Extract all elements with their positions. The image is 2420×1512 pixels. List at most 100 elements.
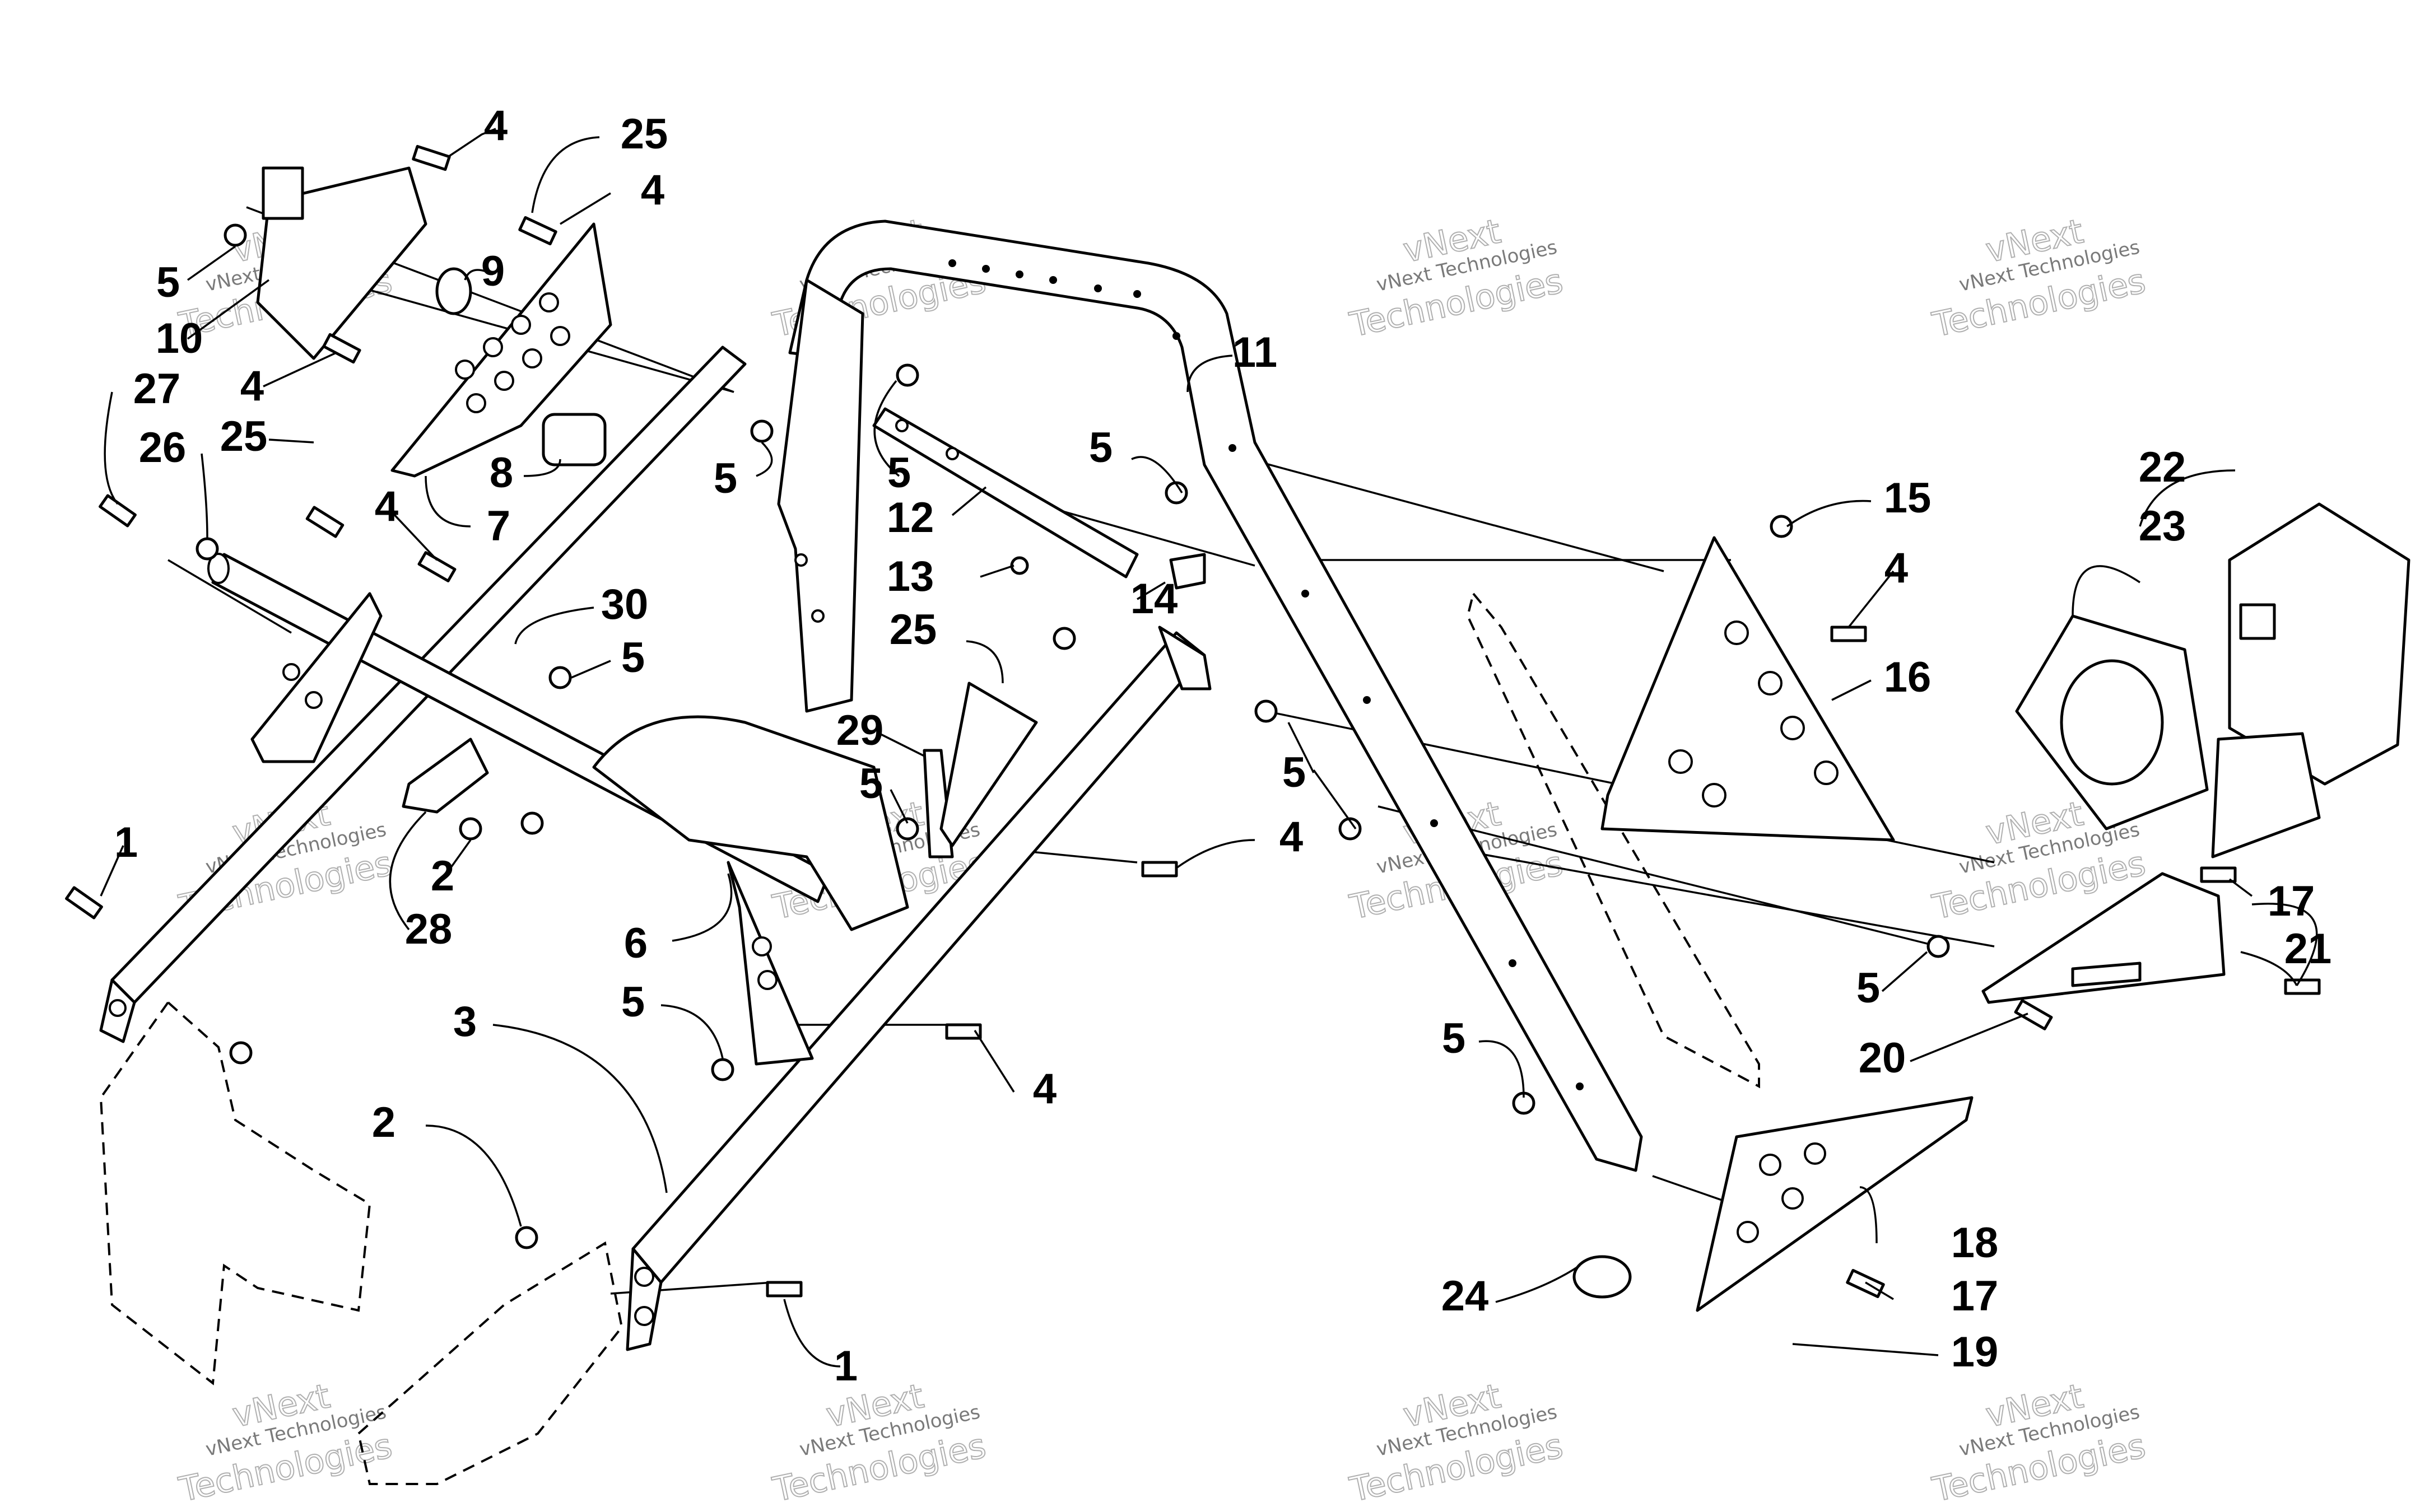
nut [224, 223, 247, 247]
callout-29: 29 [836, 707, 884, 754]
frame-tube-11 [788, 220, 1643, 1172]
callout-30: 30 [601, 581, 649, 628]
watermark: vNext vNext Technologies Technologies [1346, 1376, 1567, 1510]
nut [1254, 699, 1278, 723]
clip-14 [1169, 553, 1206, 590]
bolt [766, 1281, 803, 1298]
callout-3: 3 [453, 998, 477, 1046]
callout-5: 5 [1442, 1015, 1465, 1062]
bolt [412, 144, 451, 171]
nut [229, 1041, 253, 1065]
rail-3 [626, 626, 1212, 1351]
ghost-lower-bracket [357, 1241, 623, 1485]
nut [196, 537, 219, 561]
plate-16 [1600, 536, 1895, 842]
callout-5: 5 [621, 634, 645, 682]
nut [1926, 935, 1950, 958]
nut [1010, 556, 1029, 575]
callout-25: 25 [220, 413, 268, 460]
callout-8: 8 [490, 449, 513, 497]
nut [459, 817, 482, 841]
bolt [417, 551, 457, 582]
watermark: vNext vNext Technologies Technologies [769, 1376, 990, 1510]
module-10 [256, 166, 427, 360]
callout-25: 25 [621, 110, 668, 158]
nut [1770, 515, 1793, 538]
callout-5: 5 [859, 760, 883, 808]
callout-9: 9 [481, 248, 505, 295]
ghost-steering-bracket [1466, 591, 1760, 1089]
callout-5: 5 [887, 449, 911, 497]
callout-5: 5 [621, 978, 645, 1026]
module-22 [2228, 502, 2410, 786]
callout-4: 4 [1279, 813, 1303, 861]
watermark: vNext vNext Technologies Technologies [1928, 1376, 2149, 1510]
callout-19: 19 [1951, 1328, 1999, 1376]
nut [548, 666, 572, 689]
bolt [2284, 978, 2321, 995]
watermark: vNext vNext Technologies Technologies [1928, 211, 2149, 346]
callout-4: 4 [240, 362, 264, 410]
callout-23: 23 [2139, 502, 2186, 550]
callout-24: 24 [1441, 1272, 1489, 1320]
callout-20: 20 [1859, 1034, 1906, 1082]
callout-4: 4 [641, 166, 664, 214]
nut [896, 817, 919, 841]
callout-2: 2 [431, 852, 454, 900]
callout-5: 5 [156, 259, 180, 306]
nut [515, 1226, 538, 1249]
callout-26: 26 [139, 424, 187, 472]
bolt [322, 333, 361, 364]
bolt [518, 216, 557, 246]
callout-17: 17 [1951, 1272, 1999, 1320]
ghost-front-housing [99, 1001, 371, 1385]
holder-23 [2015, 614, 2321, 858]
callout-4: 4 [375, 483, 398, 530]
snap-ring-24 [1572, 1255, 1632, 1299]
callout-1: 1 [834, 1342, 858, 1390]
watermark: vNext vNext Technologies Technologies [1346, 211, 1567, 346]
callout-11: 11 [1232, 329, 1277, 376]
bolt [65, 886, 103, 920]
callout-5: 5 [1856, 964, 1880, 1012]
callout-4: 4 [1033, 1065, 1057, 1113]
callout-18: 18 [1951, 1219, 1999, 1267]
bracket-28 [402, 738, 489, 814]
callout-15: 15 [1884, 474, 1932, 522]
callout-5: 5 [1089, 424, 1113, 472]
bolt [99, 494, 137, 528]
nut [711, 1058, 734, 1081]
plate-7 [390, 222, 612, 478]
watermark: vNext vNext Technologies Technologies [175, 1376, 396, 1510]
mount-bracket-6 [592, 715, 909, 1066]
callout-4: 4 [484, 102, 508, 150]
callout-21: 21 [2284, 925, 2332, 973]
left-upright-bracket [777, 278, 864, 713]
callout-28: 28 [405, 906, 453, 953]
strap-25c [939, 682, 1038, 847]
callout-1: 1 [114, 819, 138, 866]
callout-22: 22 [2139, 444, 2186, 491]
callout-2: 2 [372, 1099, 395, 1146]
bolt [305, 506, 345, 538]
grommet-9 [435, 267, 472, 315]
nut [1053, 627, 1076, 650]
callout-16: 16 [1884, 654, 1932, 701]
nut [520, 811, 544, 835]
callout-12: 12 [887, 494, 934, 542]
plate-18 [1696, 1096, 1974, 1312]
relay-8 [542, 413, 607, 466]
left-gusset [250, 592, 383, 763]
bracket-20 [1981, 872, 2226, 1004]
ghost-parts [99, 591, 1760, 1485]
nut [896, 363, 919, 387]
bolt [1830, 626, 1867, 642]
nut [1338, 817, 1362, 841]
callout-6: 6 [624, 920, 648, 967]
callout-27: 27 [133, 365, 181, 413]
callout-7: 7 [487, 502, 510, 550]
callout-5: 5 [1282, 749, 1306, 796]
callout-13: 13 [887, 553, 934, 600]
callout-labels: 4 25 4 9 5 10 27 4 25 26 8 4 7 5 30 5 1 … [114, 102, 2331, 1390]
